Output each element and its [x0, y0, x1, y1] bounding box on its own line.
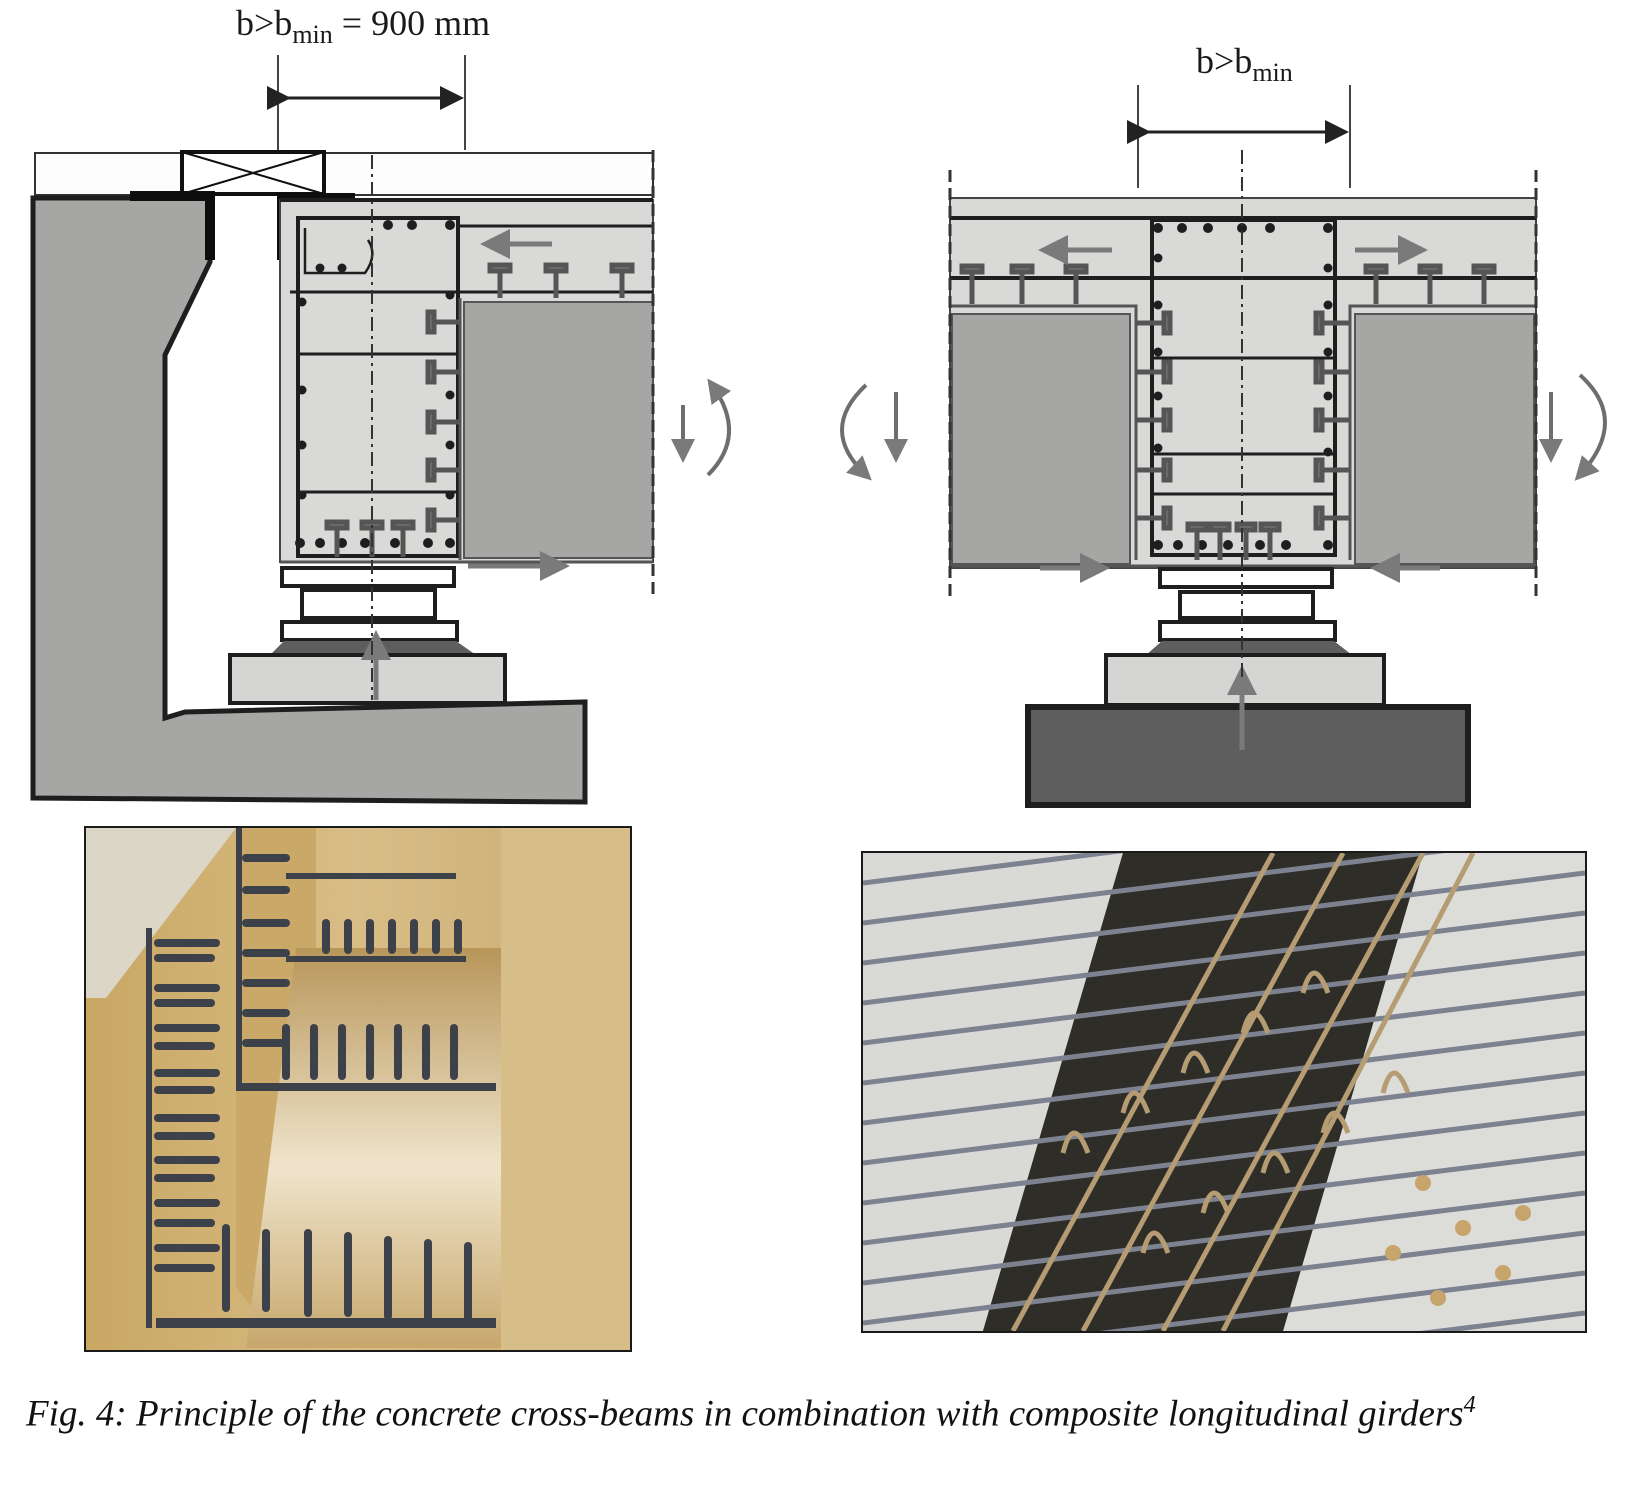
right-moment-icon-left — [840, 383, 908, 481]
shear-studs — [154, 854, 472, 1324]
right-side-studs — [1136, 310, 1350, 531]
right-dim-sub: min — [1252, 58, 1293, 87]
right-moment-icon-right — [1539, 373, 1607, 481]
left-joint-angle — [130, 191, 215, 260]
right-steel-girder-left — [951, 313, 1131, 565]
caption-text: Fig. 4: Principle of the concrete cross-… — [26, 1393, 1464, 1435]
girder-flanges — [146, 828, 496, 1328]
right-rebar-dots — [1153, 223, 1333, 550]
technical-diagrams — [30, 55, 1607, 808]
left-dimension-label: b>bmin = 900 mm — [236, 2, 490, 50]
right-bearing — [1104, 567, 1386, 707]
left-dim-suffix: = 900 mm — [332, 3, 491, 43]
pier-foundation — [1025, 704, 1471, 808]
left-dim-base: b>b — [236, 3, 293, 43]
right-steel-girder-right — [1354, 313, 1535, 565]
left-steel-girder — [463, 301, 654, 559]
left-approach-slab — [34, 152, 654, 196]
left-rebar-dots — [295, 220, 455, 548]
right-dimension-arrow — [1127, 85, 1351, 188]
left-bearing — [228, 566, 507, 705]
caption-footnote-ref: 4 — [1463, 1392, 1476, 1418]
right-bottom-studs — [1185, 521, 1282, 560]
left-top-studs — [487, 262, 635, 298]
transverse-rebars — [863, 853, 1585, 1331]
photo-reinforcement-cage — [861, 851, 1587, 1333]
right-top-studs — [959, 263, 1497, 304]
photo-steel-girders-formwork — [84, 826, 632, 1352]
right-dim-base: b>b — [1196, 41, 1253, 81]
right-dimension-label: b>bmin — [1196, 40, 1293, 88]
left-cross-beam-cage — [296, 216, 460, 558]
stirrups — [1010, 853, 1476, 1331]
left-dim-sub: min — [292, 20, 333, 49]
left-diagram — [30, 55, 732, 805]
left-side-studs — [425, 309, 460, 533]
expansion-joint — [180, 150, 326, 196]
figure-caption: Fig. 4: Principle of the concrete cross-… — [26, 1382, 1626, 1437]
studs-right — [1385, 1175, 1531, 1306]
left-dimension-arrow — [267, 55, 466, 150]
right-diagram — [840, 85, 1607, 808]
left-moment-icon — [671, 378, 732, 477]
